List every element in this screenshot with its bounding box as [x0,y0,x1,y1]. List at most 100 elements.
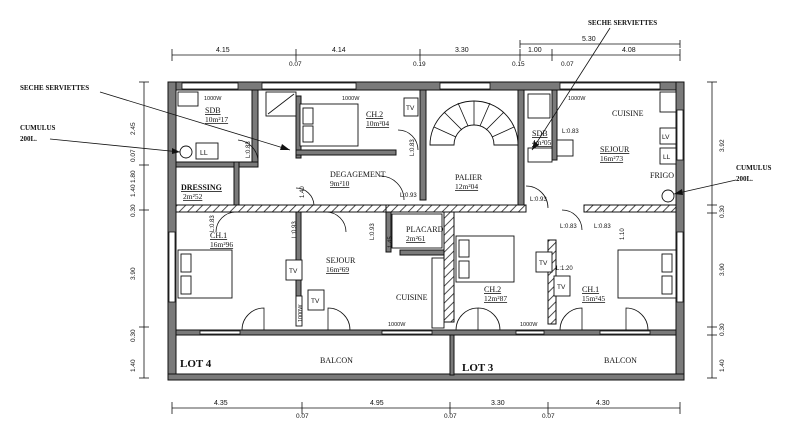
room-palier-name: PALIER [455,173,483,182]
l083-ch1-left: L:0.83 [210,215,216,232]
dim-right-4: 0.30 [719,323,726,336]
d145-placard: 1.45 [388,236,394,248]
lot3-label: LOT 3 [462,362,494,374]
callout-cumulus-right-leader [673,179,737,195]
w1000-ch2-top: 1000W [342,96,360,102]
room-ch2-mid-area: 12m²87 [484,294,507,303]
callout-cumulus-right-cap: 200L. [736,175,753,183]
bath-sink-left [177,91,199,107]
svg-text:TV: TV [406,105,415,112]
room-placard-area: 2m²61 [406,234,426,243]
kitchen-counter-top [659,91,677,113]
lot4-label: LOT 4 [180,358,212,370]
w1000-sdb-left: 1000W [204,96,222,102]
doors [215,129,649,331]
room-sdb-right-area: 4m²05 [532,138,552,147]
spiral-staircase [429,100,519,146]
room-degagement-area: 9m²10 [330,179,350,188]
dim-top-2: 4.14 [332,47,346,54]
placard-closet [391,213,443,249]
svg-text:TV: TV [311,298,320,305]
dim-left-1: 2.45 [130,122,137,135]
door-degagement [379,175,405,201]
top-dimension-chain: 4.15 4.14 3.30 1.00 4.08 5.30 0.07 0.19 … [171,36,681,68]
room-palier-area: 12m²04 [455,182,478,191]
tv-ch2-mid [535,251,553,273]
l120-ch1-right: L:1.20 [556,266,573,272]
kitchen-counter-mid [431,257,445,329]
dim-top-sub-2: 0.19 [413,61,426,68]
dim-left-3: 1.80 [130,170,137,183]
w1000-kitchen-top: 1000W [568,96,586,102]
dim-left-5: 0.30 [130,204,137,217]
annotations: 1000W 1000W 1000W 1000W 1000W 1000W L:0.… [204,96,626,328]
room-sejour-top-area: 16m²73 [600,154,623,163]
tv-ch1-left [285,259,303,281]
room-ch2-mid-name: CH.2 [484,285,501,294]
l093-ch1-left: L:0.93 [292,221,298,238]
tv-ch1-right [553,275,571,297]
dim-bottom-4: 4.30 [596,400,610,407]
room-labels: SDB 10m²17 CH.2 10m²04 DRESSING 2m²52 DE… [180,106,674,374]
dim-top-extra: 5.30 [582,36,596,43]
callout-seche-left: SECHE SERVIETTES [20,84,89,92]
callout-seche-right-leader [531,27,611,151]
callout-cumulus-right: CUMULUS [736,164,771,172]
room-cuisine-top-name: CUISINE [612,109,644,118]
door-sejour-top [525,185,549,209]
l093-degagement: L:0.93 [400,193,417,199]
right-dimension-chain: 3.92 0.30 3.90 0.30 1.40 [707,81,726,379]
dim-top-sub-3: 0.15 [512,61,525,68]
room-sdb-right-name: SDB [532,129,548,138]
sink-right [527,147,553,163]
washer-left-label: LL [200,150,208,157]
dim-left-8: 1.40 [130,359,137,372]
fixtures: LL TV LV LL [177,91,677,329]
l093-sejour: L:0.93 [370,223,376,240]
room-sdb-left-name: SDB [205,106,221,115]
balcon-left-label: BALCON [320,356,353,365]
l083-ch1-right: L:0.83 [594,224,611,230]
door-ch1-right [561,209,583,231]
cumulus-tank-left [179,145,193,159]
callout-cumulus-left-cap: 200L. [20,135,37,143]
dim-bottom-sub-1: 0.07 [296,413,309,420]
dim-right-1: 3.92 [719,139,726,152]
shower-right [527,93,551,119]
door-balcon-3 [455,307,479,331]
tv-ch2-top [403,97,419,117]
room-ch2-top-area: 10m²04 [366,119,389,128]
callout-cumulus-left: CUMULUS [20,124,55,132]
callout-seche-left-leader [99,91,291,151]
room-cuisine-mid-name: CUISINE [396,293,428,302]
svg-text:LL: LL [663,154,671,161]
dim-right-5: 1.40 [719,359,726,372]
bottom-dimension-chain: 4.35 4.95 3.30 4.30 0.07 0.07 0.07 [171,400,681,420]
l083-sdb-right: L:0.83 [562,129,579,135]
room-ch1-left-area: 16m²96 [210,240,233,249]
callouts: SECHE SERVIETTES CUMULUS 200L. SECHE SER… [20,19,771,195]
l093-palier: L:0.93 [530,197,547,203]
d140-dressing: 1.40 [300,186,306,198]
w1000-kitchen-mid: 1000W [388,322,406,328]
door-dressing [295,187,315,206]
room-ch2-top-name: CH.2 [366,110,383,119]
dim-left-7: 0.30 [130,329,137,342]
dim-bottom-sub-2: 0.07 [444,413,457,420]
door-balcon-2 [327,307,351,331]
room-ch1-right-area: 15m²45 [582,294,605,303]
washer-left [195,142,219,160]
svg-text:TV: TV [539,260,548,267]
dim-bottom-1: 4.35 [214,400,228,407]
room-degagement-name: DEGAGEMENT [330,170,386,179]
dim-right-2: 0.30 [719,205,726,218]
svg-text:LV: LV [662,134,670,141]
dim-top-3: 3.30 [455,47,469,54]
callout-seche-right: SECHE SERVIETTES [588,19,657,27]
dim-top-4: 1.00 [528,47,542,54]
left-dimension-chain: 2.45 0.07 1.80 1.40 0.30 3.90 0.30 1.40 [130,81,149,379]
l083-ch2-top: L:0.83 [410,139,416,156]
dim-right-3: 3.90 [719,263,726,276]
